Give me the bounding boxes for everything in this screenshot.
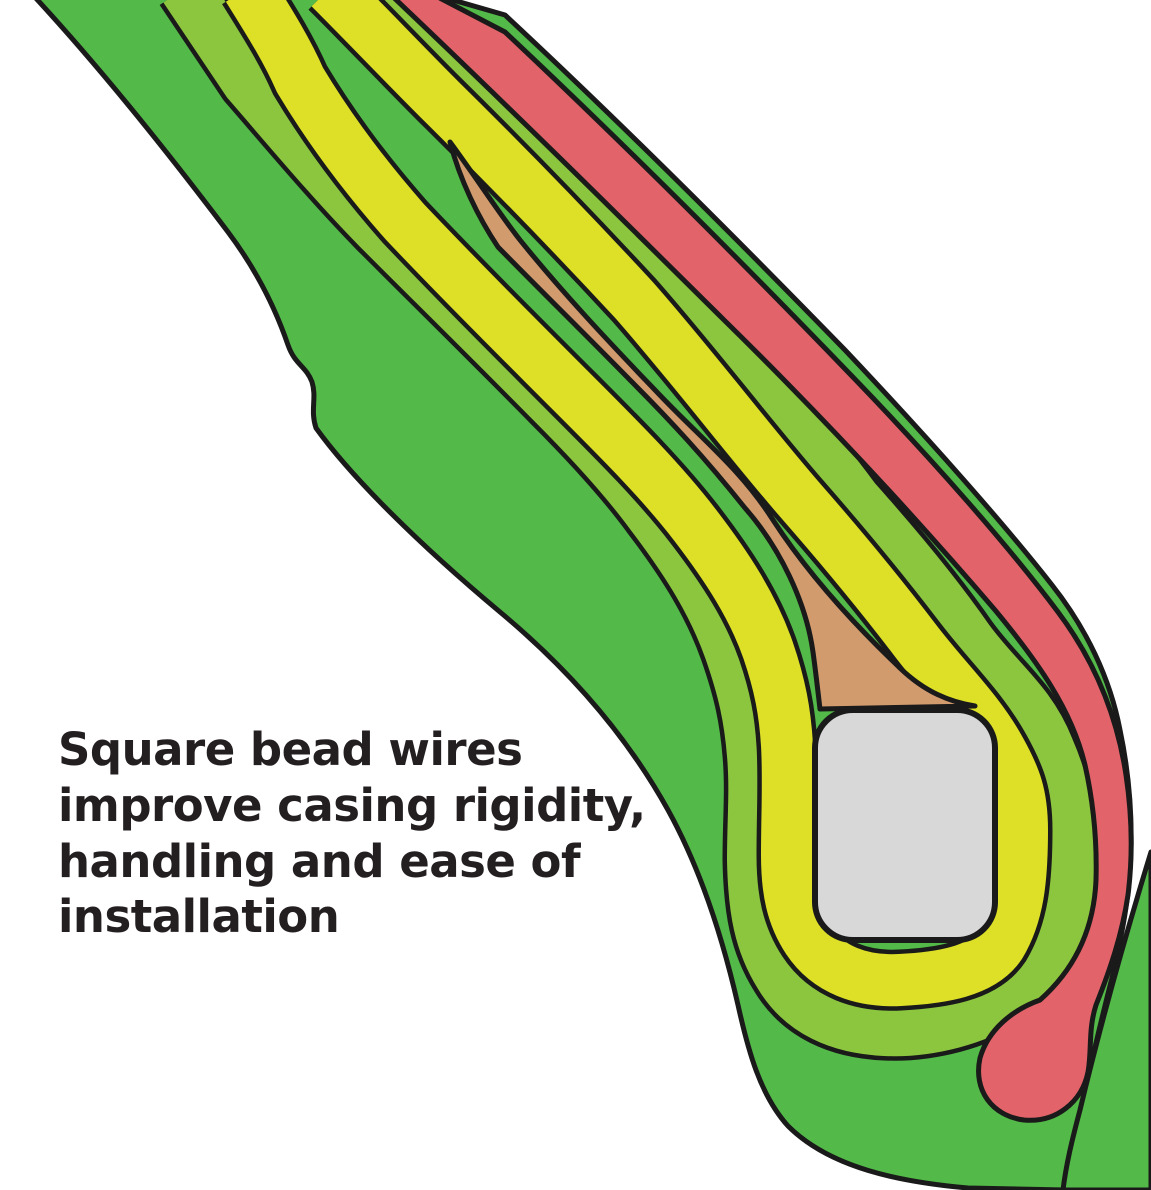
bead-apex-filler-tan [447,139,978,712]
outer-sidewall-red [392,0,1134,1123]
square-bead-wire [812,707,998,943]
bead-base-green-wedge [1060,849,1151,1190]
caption-text: Square bead wires improve casing rigidit… [58,723,646,944]
casing-ply-yellow [225,0,1048,1007]
